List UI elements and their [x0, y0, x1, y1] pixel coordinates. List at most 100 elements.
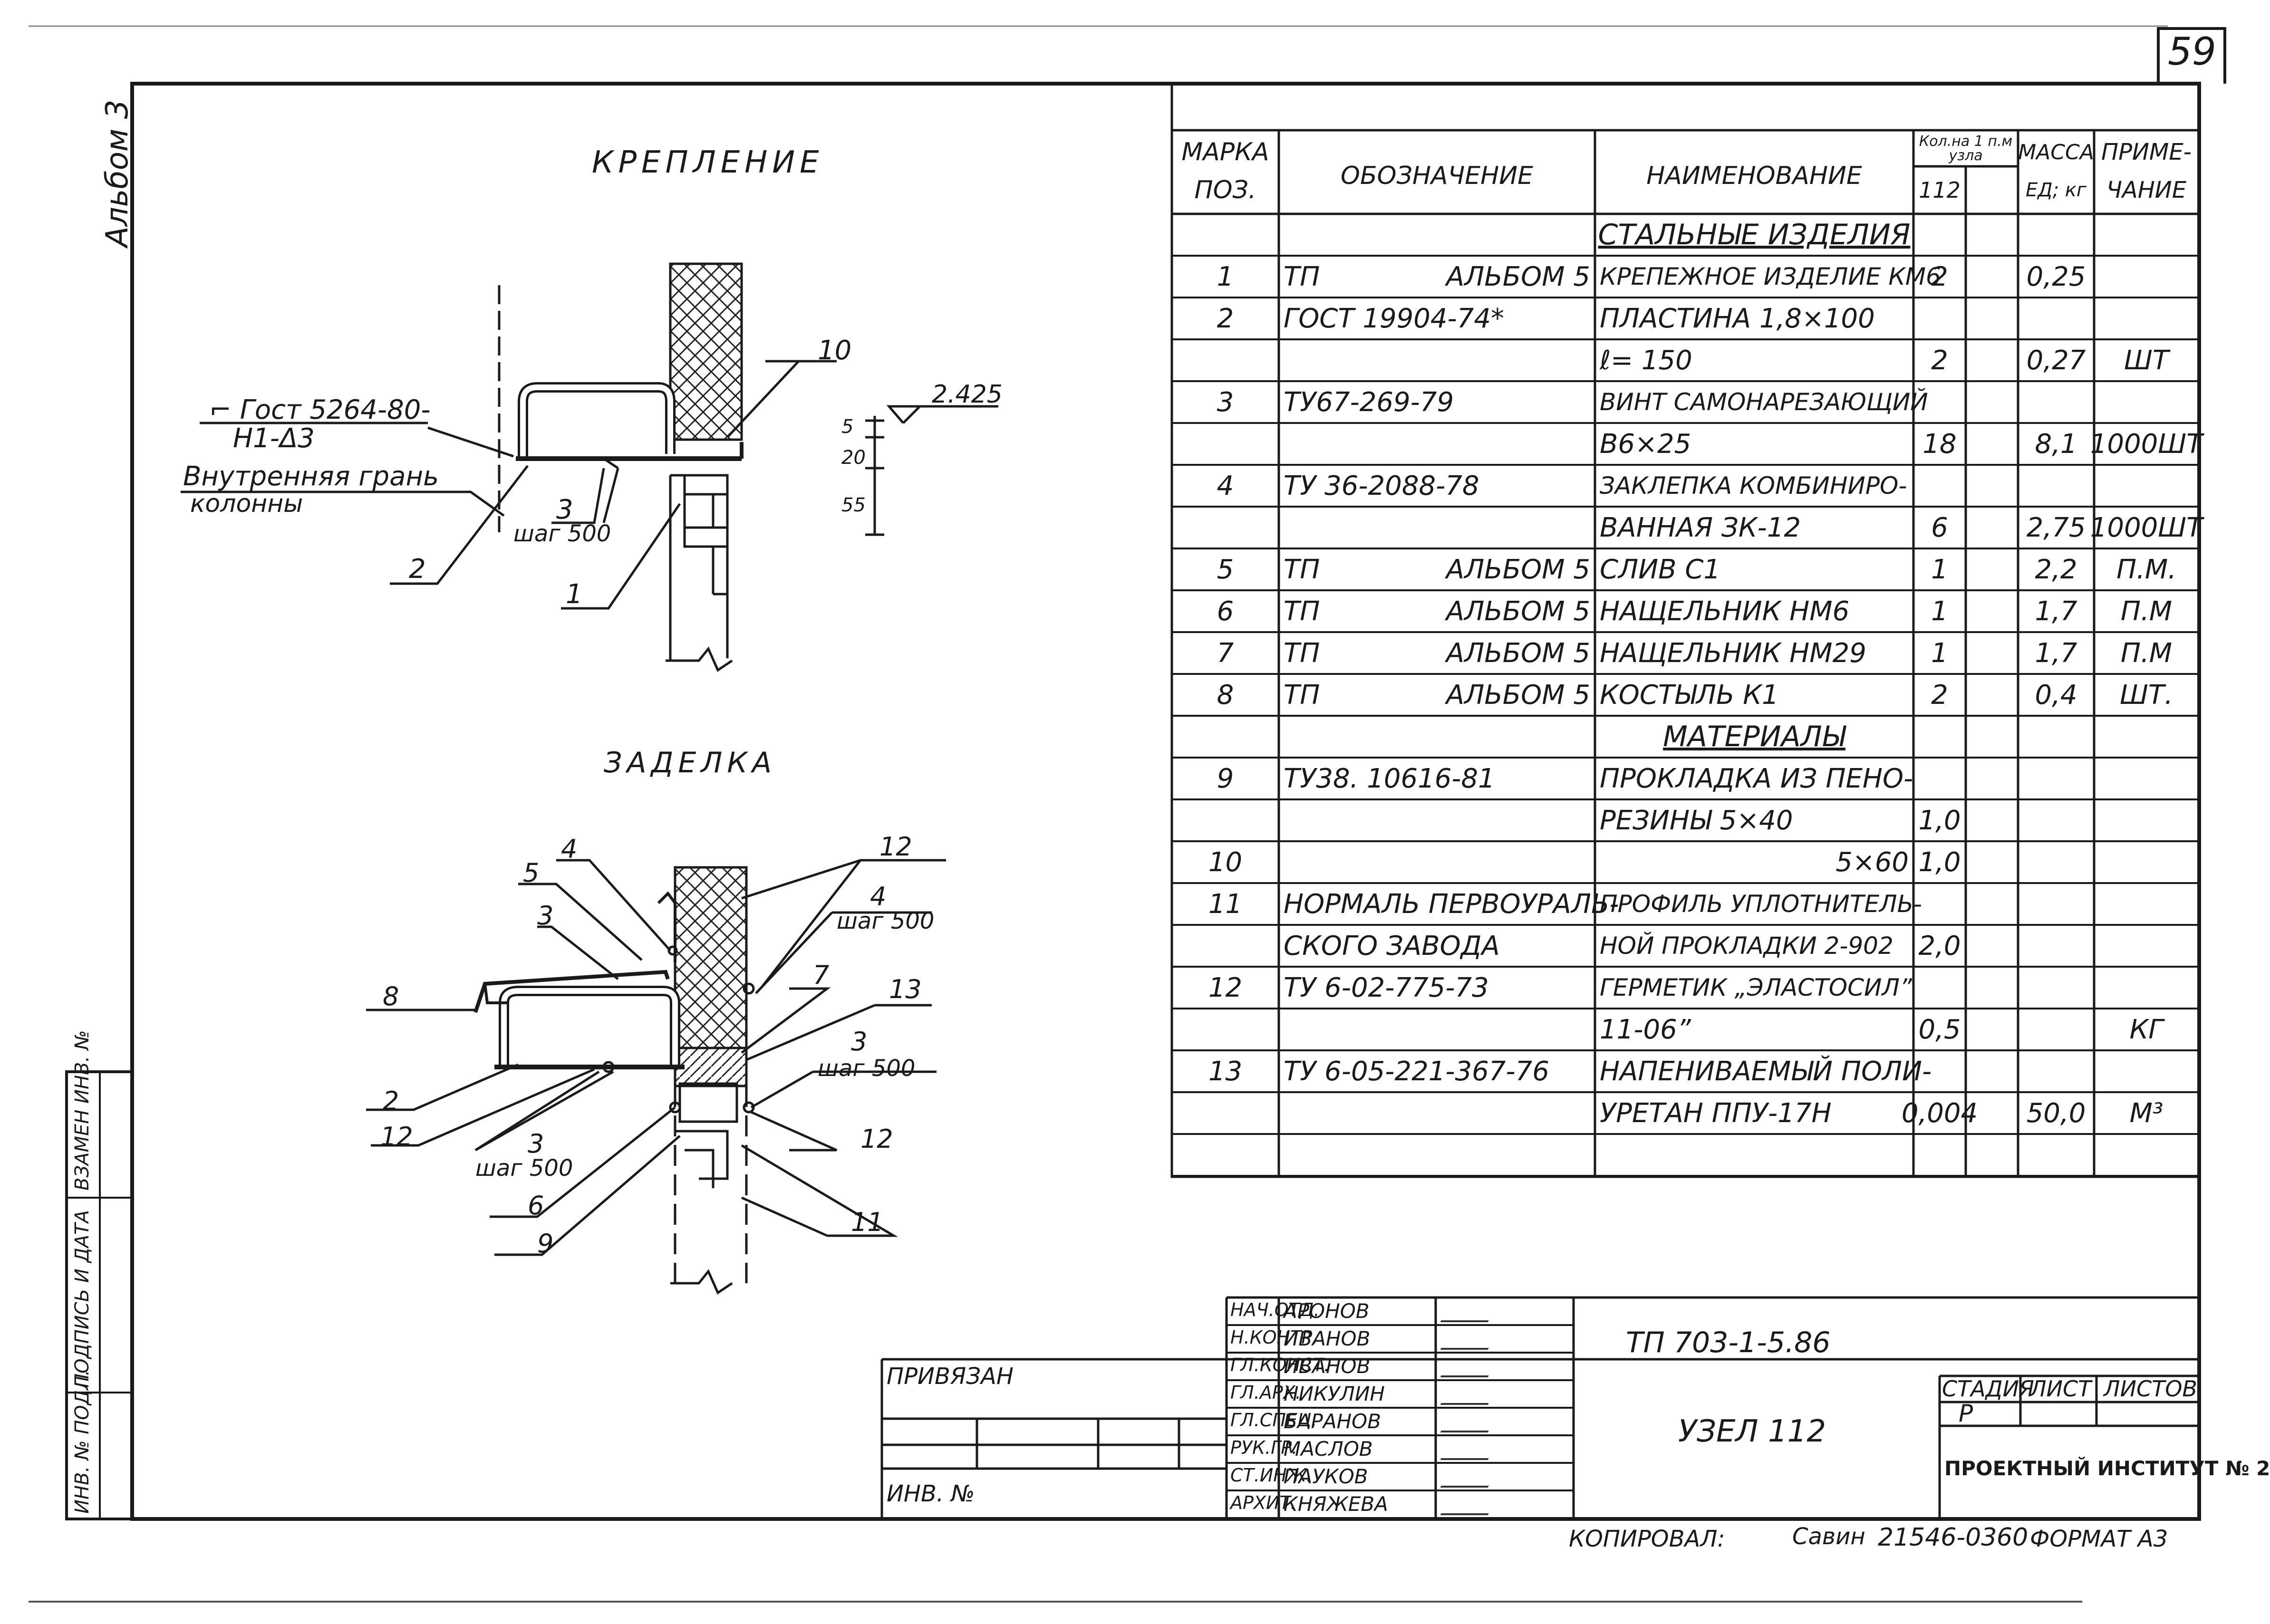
d2-label-11: 11	[851, 1207, 884, 1237]
cell-pos	[1172, 925, 1279, 967]
cell-album	[1421, 465, 1595, 507]
gost-weld-line1: ⌐ Гост 5264-80-	[209, 394, 431, 425]
d2-step-500-right: шаг 500	[837, 908, 935, 934]
d2-label-7: 7	[813, 960, 830, 990]
cell-note: 1000ШТ	[2090, 512, 2203, 543]
cell-mass	[2018, 214, 2094, 256]
label-10: 10	[818, 335, 852, 366]
cell-mass	[2018, 925, 2094, 967]
cell-mass: 2,75	[2026, 512, 2086, 543]
cell-album	[1421, 507, 1595, 548]
cell-qty	[1913, 214, 1966, 256]
project-code: ТП 703-1-5.86	[1626, 1326, 1831, 1359]
cell-pos: 4	[1217, 470, 1234, 501]
cell-mass: 2,2	[2035, 554, 2077, 585]
tb-name: ПАУКОВ	[1284, 1465, 1368, 1488]
cell-qty	[1913, 883, 1966, 925]
cell-note	[2094, 256, 2199, 298]
cell-mass	[2018, 967, 2094, 1009]
cell-note	[2094, 1134, 2199, 1176]
copied-label: КОПИРОВАЛ:	[1569, 1526, 1725, 1552]
d2-label-3b: 3	[528, 1129, 544, 1159]
tb-signature	[1440, 1467, 1498, 1488]
cell-mass	[2018, 1050, 2094, 1092]
cell-qty: 0,004	[1901, 1097, 1978, 1129]
cell-pos: 8	[1217, 679, 1234, 711]
cell-pos	[1172, 423, 1279, 465]
cell-pos	[1172, 214, 1279, 256]
cell-qty	[1913, 1134, 1966, 1176]
tb-signature	[1440, 1356, 1498, 1377]
cell-name: НАЩЕЛЬНИК НМ29	[1600, 637, 1866, 669]
cell-qty: 1,0	[1918, 846, 1961, 878]
cell-album	[1421, 758, 1595, 799]
stamp-inv-original: ИНВ. № ПОДЛ.	[71, 1370, 93, 1514]
tb-role: ГЛ.КОНСТ.	[1230, 1355, 1330, 1375]
cell-designation: НОРМАЛЬ ПЕРВОУРАЛЬ-	[1284, 888, 1619, 920]
cell-mass	[2018, 758, 2094, 799]
cell-pos	[1172, 1134, 1279, 1176]
tb-name: МАСЛОВ	[1284, 1437, 1373, 1461]
cell-mass	[2018, 716, 2094, 758]
cell-name: ВИНТ САМОНАРЕЗАЮЩИЙ	[1600, 388, 1928, 416]
cell-album	[1421, 716, 1595, 758]
tb-role: РУК.ГР.	[1230, 1437, 1298, 1458]
cell-name	[1595, 1134, 1913, 1176]
tb-signature	[1440, 1439, 1498, 1460]
cell-pos	[1172, 1009, 1279, 1050]
cell-name: ГЕРМЕТИК „ЭЛАСТОСИЛ”	[1600, 974, 1912, 1001]
cell-album: АЛЬБОМ 5	[1446, 261, 1590, 292]
cell-album	[1421, 967, 1595, 1009]
d2-label-4b: 4	[870, 882, 887, 912]
cell-qty	[1913, 967, 1966, 1009]
cell-designation: СКОГО ЗАВОДА	[1284, 930, 1500, 961]
cell-note	[2094, 841, 2199, 883]
dim-20: 20	[841, 447, 866, 469]
d2-label-12c: 12	[860, 1124, 893, 1154]
d2-label-8: 8	[383, 981, 399, 1011]
cell-mass	[2018, 298, 2094, 339]
cell-designation: ТП	[1284, 596, 1320, 627]
d2-label-2: 2	[383, 1086, 399, 1116]
cell-qty	[1913, 465, 1966, 507]
cell-note: М³	[2129, 1097, 2164, 1129]
cell-pos	[1172, 339, 1279, 381]
copy-number: 21546-03	[1878, 1523, 1997, 1552]
cell-name: ЗАКЛЕПКА КОМБИНИРО-	[1600, 472, 1907, 500]
cell-qty	[1913, 716, 1966, 758]
tb-signature	[1440, 1329, 1498, 1350]
cell-name: УРЕТАН ППУ-17Н	[1600, 1097, 1832, 1129]
cell-name: ПРОФИЛЬ УПЛОТНИТЕЛЬ-	[1600, 890, 1922, 918]
label-1: 1	[566, 579, 583, 610]
tb-name: АРОНОВ	[1284, 1299, 1370, 1323]
sheet-header: ЛИСТ	[2030, 1376, 2092, 1402]
sheets-header: ЛИСТОВ	[2104, 1376, 2197, 1402]
album-label: Альбом 3	[100, 99, 135, 247]
sheet-number: 59	[2168, 29, 2216, 74]
cell-album: АЛЬБОМ 5	[1446, 679, 1590, 711]
cell-note	[2094, 465, 2199, 507]
cell-pos: 7	[1217, 637, 1234, 669]
cell-qty: 2	[1931, 345, 1948, 376]
cell-note	[2094, 716, 2199, 758]
cell-pos: 12	[1208, 972, 1243, 1003]
hdr-mass-unit: ЕД; кг	[2026, 179, 2086, 201]
cell-qty: 18	[1922, 428, 1957, 460]
cell-album	[1421, 1009, 1595, 1050]
tb-role: ГЛ.АРХ.	[1230, 1382, 1301, 1403]
gost-weld-line2: Н1-Δ3	[233, 423, 315, 454]
cell-mass	[2018, 381, 2094, 423]
cell-designation: ТУ38. 10616-81	[1284, 763, 1495, 794]
drawing1-title: КРЕПЛЕНИЕ	[592, 145, 824, 180]
cell-qty: 1,0	[1918, 805, 1961, 836]
cell-qty: 1	[1931, 637, 1948, 669]
cell-album	[1421, 339, 1595, 381]
cell-pos	[1172, 799, 1279, 841]
cell-qty: 0,5	[1918, 1014, 1961, 1045]
cell-note: ШТ.	[2120, 679, 2173, 711]
cell-album	[1421, 1134, 1595, 1176]
cell-album	[1421, 925, 1595, 967]
cell-qty: 6	[1931, 512, 1948, 543]
cell-album	[1421, 1092, 1595, 1134]
tb-signature	[1440, 1301, 1498, 1322]
